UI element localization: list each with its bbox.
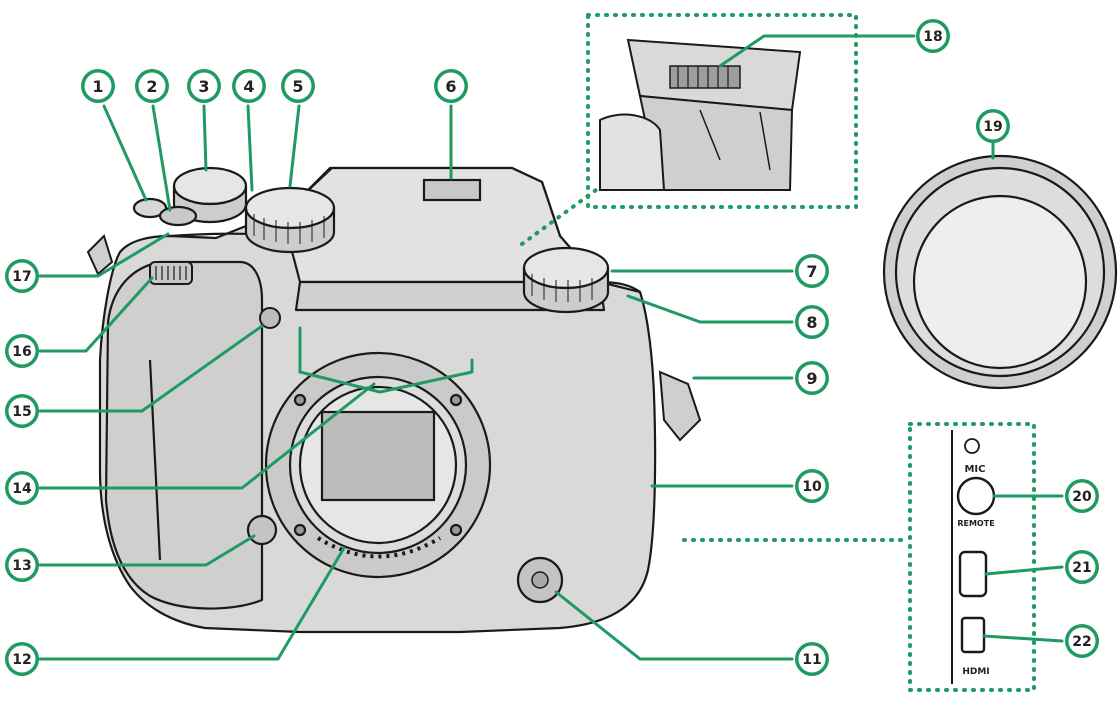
callout-number: 12 <box>12 652 31 668</box>
remote-label: REMOTE <box>957 519 994 528</box>
callout-19: 19 <box>976 109 1010 143</box>
callout-number: 14 <box>12 481 32 497</box>
callout-number: 7 <box>806 262 817 281</box>
inset-ports: MIC REMOTE HDMI <box>910 424 1034 690</box>
inset-flash <box>588 15 856 207</box>
callout-17: 17 <box>5 259 39 293</box>
body-cap-inner <box>914 196 1086 368</box>
hot-shoe <box>424 180 480 200</box>
callout-number: 6 <box>445 77 456 96</box>
hdmi-label: HDMI <box>962 667 989 677</box>
hdmi-connector <box>962 618 984 652</box>
callout-2: 2 <box>135 69 169 103</box>
callout-13: 13 <box>5 548 39 582</box>
strap-eyelet <box>660 372 700 440</box>
callout-number: 13 <box>12 558 31 574</box>
callout-16: 16 <box>5 334 39 368</box>
callout-number: 1 <box>92 77 103 96</box>
callout-6: 6 <box>434 69 468 103</box>
lens-release-button <box>248 516 276 544</box>
callout-number: 22 <box>1072 634 1091 650</box>
image-sensor <box>322 412 434 500</box>
callout-number: 16 <box>12 344 31 360</box>
mic-remote-connector <box>958 478 994 514</box>
callout-number: 8 <box>806 313 817 332</box>
callout-number: 3 <box>198 77 209 96</box>
callout-5: 5 <box>281 69 315 103</box>
callout-22: 22 <box>1065 624 1099 658</box>
callout-14: 14 <box>5 471 39 505</box>
callout-11: 11 <box>795 642 829 676</box>
callout-9: 9 <box>795 361 829 395</box>
usb-connector <box>960 552 986 596</box>
callout-8: 8 <box>795 305 829 339</box>
callout-number: 11 <box>802 652 821 668</box>
callout-number: 10 <box>802 479 822 495</box>
callout-20: 20 <box>1065 479 1099 513</box>
callout-7: 7 <box>795 254 829 288</box>
callout-3: 3 <box>187 69 221 103</box>
callout-4: 4 <box>232 69 266 103</box>
callout-10: 10 <box>795 469 829 503</box>
callout-18: 18 <box>916 19 950 53</box>
on-off-switch <box>160 207 196 225</box>
callout-number: 4 <box>243 77 254 96</box>
callout-number: 5 <box>292 77 303 96</box>
mic-label: MIC <box>964 464 985 475</box>
callout-1: 1 <box>81 69 115 103</box>
callout-12: 12 <box>5 642 39 676</box>
callout-number: 20 <box>1072 489 1092 505</box>
body-cap <box>884 156 1116 388</box>
grip <box>106 262 262 609</box>
callout-number: 18 <box>923 29 942 45</box>
lens-mount <box>266 353 490 577</box>
callout-number: 2 <box>146 77 157 96</box>
callout-21: 21 <box>1065 550 1099 584</box>
callout-number: 19 <box>983 119 1002 135</box>
flash-tube <box>670 66 740 88</box>
callout-15: 15 <box>5 394 39 428</box>
callout-number: 15 <box>12 404 31 420</box>
callout-number: 9 <box>806 369 817 388</box>
callout-number: 21 <box>1072 560 1091 576</box>
callout-number: 17 <box>12 269 31 285</box>
